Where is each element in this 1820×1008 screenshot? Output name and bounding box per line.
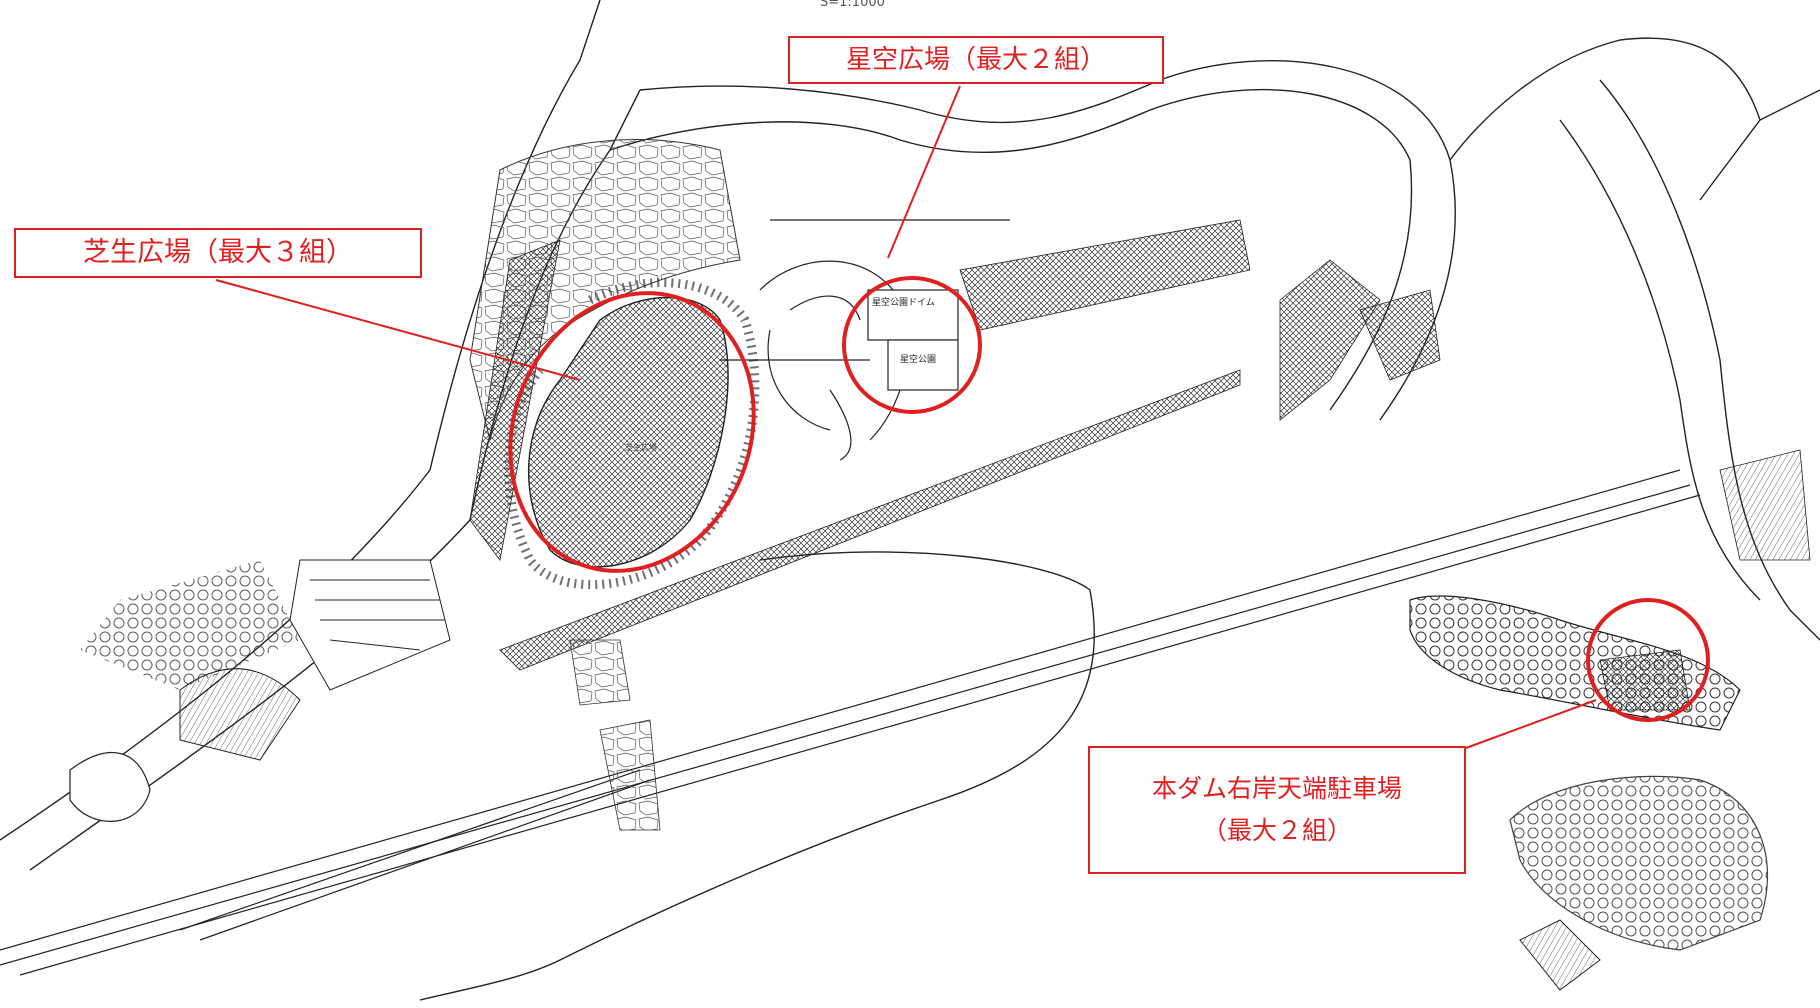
dam-crest xyxy=(0,469,1701,976)
west-pond xyxy=(69,752,151,822)
lawn-small-label: 芝生広場 xyxy=(625,442,657,452)
right-bank-hatch xyxy=(1599,649,1691,711)
lawn-plaza-leader xyxy=(215,279,581,381)
star-plaza-highlight xyxy=(842,276,982,414)
northeast-hatch xyxy=(1359,289,1441,381)
reservoir-outline xyxy=(419,551,1095,1001)
star-plaza-callout: 星空広場（最大２組） xyxy=(788,36,1164,84)
riprap-patch-1 xyxy=(569,639,631,706)
dam-parking-highlight xyxy=(1586,598,1710,722)
star-plaza-leader xyxy=(887,85,961,259)
star-plaza-buildings xyxy=(770,219,1010,391)
west-slope-lines xyxy=(179,668,301,761)
dam-parking-leader xyxy=(1465,699,1597,749)
east-slope-hatch xyxy=(1279,259,1381,421)
road-side-hatch-south xyxy=(499,369,1241,671)
star-dome-label: 星空公園ドイム xyxy=(872,296,935,308)
road-side-hatch-west xyxy=(469,239,561,561)
lawn-plaza-area xyxy=(528,296,729,568)
dam-parking-callout: 本ダム右岸天端駐車場 （最大２組） xyxy=(1088,746,1466,874)
east-slope-lines xyxy=(1719,449,1811,561)
dam-parking-callout-line2: （最大２組） xyxy=(1201,816,1352,845)
west-tree-cluster xyxy=(80,560,300,690)
lawn-plaza-highlight xyxy=(508,291,756,573)
parking-lot xyxy=(289,559,451,691)
east-garden-hatch xyxy=(959,219,1251,331)
dam-parking-callout-line1: 本ダム右岸天端駐車場 xyxy=(1151,774,1402,803)
southeast-knoll xyxy=(1509,775,1768,951)
scale-label: S=1:1000 xyxy=(820,0,885,10)
southeast-stair xyxy=(1519,919,1601,991)
star-park-label: 星空公園 xyxy=(900,353,936,365)
lawn-plaza-callout: 芝生広場（最大３組） xyxy=(14,228,422,278)
riprap-patch-2 xyxy=(599,719,661,831)
